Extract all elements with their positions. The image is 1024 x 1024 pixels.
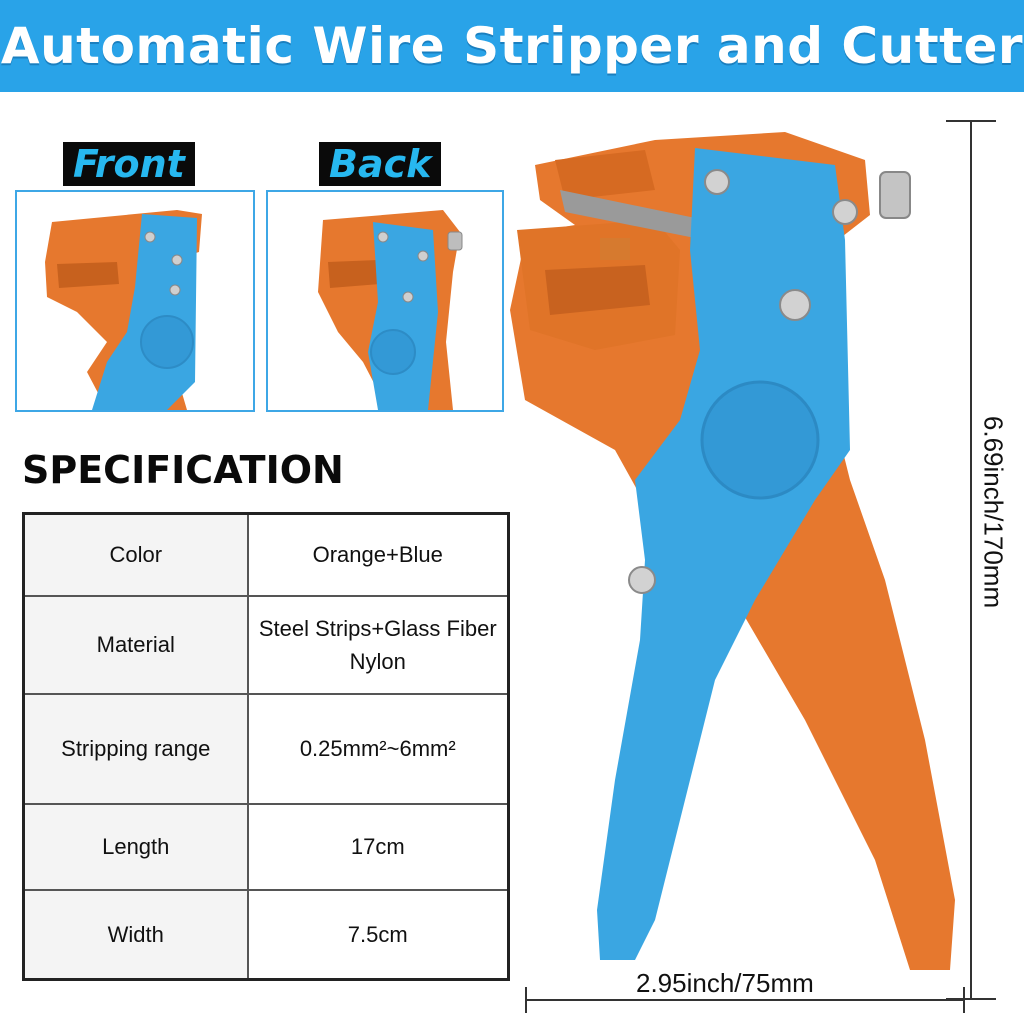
table-row: Material Steel Strips+Glass Fiber Nylon: [22, 594, 510, 695]
spec-value-stripping-range: 0.25mm²~6mm²: [246, 692, 510, 805]
spec-key-color: Color: [22, 512, 249, 597]
width-dimension-label: 2.95inch/75mm: [636, 968, 814, 998]
specification-heading: SPECIFICATION: [22, 448, 344, 492]
back-view-image: [266, 190, 504, 412]
spec-key-stripping-range: Stripping range: [22, 692, 249, 805]
width-dimension-line: [525, 987, 965, 1013]
height-dimension-label: 6.69inch/170mm: [978, 415, 1009, 609]
wire-stripper-image: [510, 132, 955, 970]
spec-value-length: 17cm: [246, 802, 510, 891]
front-view-image: [15, 190, 255, 412]
page-title: Automatic Wire Stripper and Cutter: [0, 17, 1024, 75]
spec-value-width: 7.5cm: [246, 888, 510, 981]
specification-table: Color Orange+Blue Material Steel Strips+…: [22, 512, 510, 981]
back-label: Back: [319, 142, 442, 186]
table-row: Color Orange+Blue: [22, 512, 510, 597]
table-row: Width 7.5cm: [22, 888, 510, 981]
table-row: Length 17cm: [22, 802, 510, 891]
spec-value-material: Steel Strips+Glass Fiber Nylon: [246, 594, 510, 695]
spec-key-length: Length: [22, 802, 249, 891]
title-banner: Automatic Wire Stripper and Cutter: [0, 0, 1024, 92]
spec-value-color: Orange+Blue: [246, 512, 510, 597]
table-row: Stripping range 0.25mm²~6mm²: [22, 692, 510, 805]
spec-key-width: Width: [22, 888, 249, 981]
front-label: Front: [63, 142, 195, 186]
spec-key-material: Material: [22, 594, 249, 695]
